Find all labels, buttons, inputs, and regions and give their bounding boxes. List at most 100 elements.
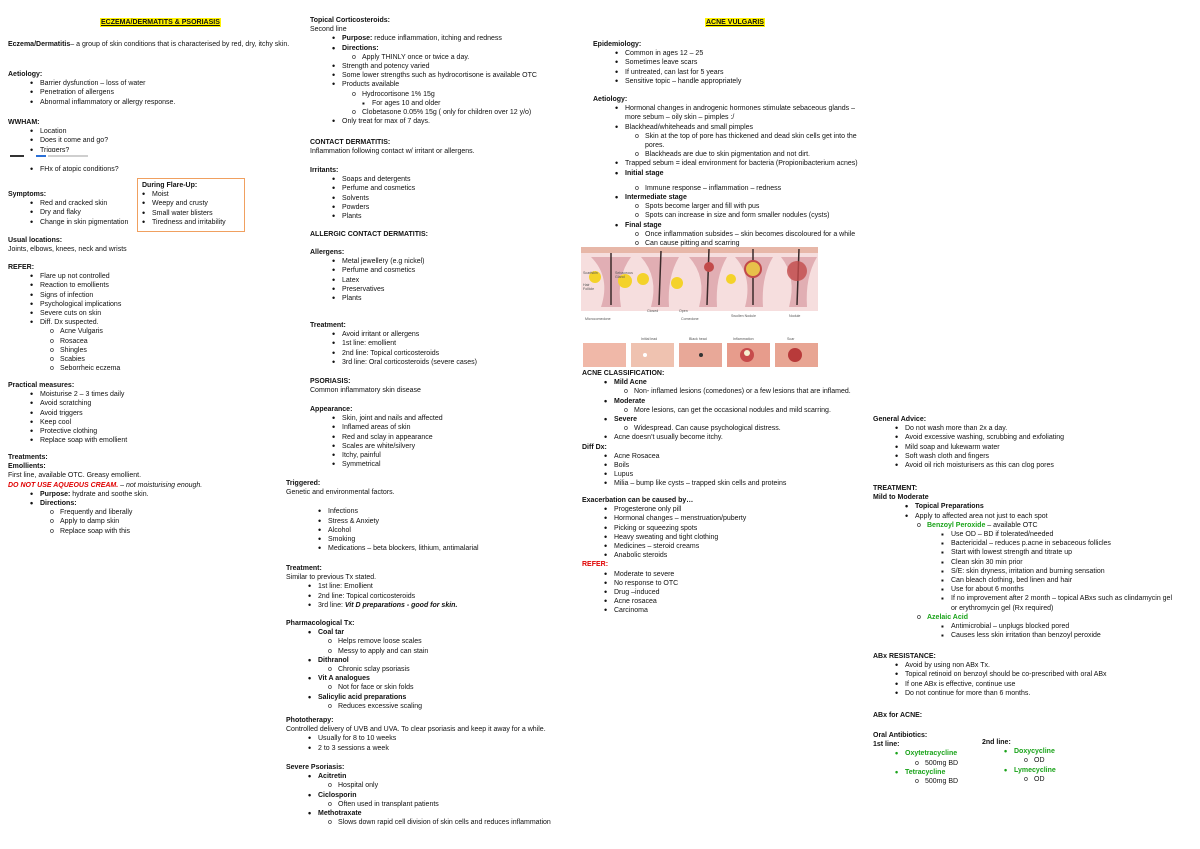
list-item: Lupus	[604, 470, 872, 479]
list-item: Skin, joint and nails and affected	[332, 414, 570, 423]
acne-classification-list: Mild Acne Non- inflamed lesions (comedon…	[582, 378, 872, 443]
list-item: Do not continue for more than 6 months.	[895, 689, 1173, 698]
eczema-title-wrap: ECZEMA/DERMATITS & PSORIASIS	[100, 18, 221, 28]
list-item: Acne doesn’t usually become itchy.	[604, 433, 872, 442]
eczema-definition: – a group of skin conditions that is cha…	[70, 41, 290, 48]
warning-rest: – not moisturising enough.	[118, 481, 203, 489]
second-line-heading: 2nd line:	[982, 739, 1011, 746]
purpose-text: hydrate and soothe skin.	[70, 490, 149, 498]
list-item: Progesterone only pill	[604, 505, 862, 514]
list-item: Weepy and crusty	[142, 199, 240, 208]
list-item: Soaps and detergents	[332, 175, 570, 184]
emollient-list: Purpose: hydrate and soothe skin. Direct…	[8, 490, 278, 536]
list-item: Often used in transplant patients	[318, 800, 576, 809]
flare-up-box: During Flare-Up: Moist Weepy and crusty …	[137, 178, 245, 232]
mild-moderate-heading: Mild to Moderate	[873, 494, 929, 502]
list-item: Plants	[332, 294, 570, 303]
exacerbation-list: Progesterone only pill Hormonal changes …	[582, 505, 862, 560]
list-item: Slows down rapid cell division of skin c…	[318, 818, 576, 827]
list-item: OD	[1014, 756, 1102, 765]
list-item: Avoid scratching	[30, 399, 278, 408]
list-item: Small water blisters	[142, 209, 240, 218]
epidemiology-list: Common in ages 12 – 25 Sometimes leave s…	[593, 49, 863, 86]
list-item: 500mg BD	[905, 777, 1173, 786]
symptoms-heading: Symptoms:	[8, 191, 47, 198]
aetiology-list: Barrier dysfunction – loss of water Pene…	[8, 79, 278, 107]
allergic-heading: ALLERGIC CONTACT DERMATITIS:	[310, 231, 428, 238]
fig-label: Black head	[689, 337, 707, 341]
fig-label: Swollen Nodule	[731, 314, 756, 318]
list-item: Use for about 6 months	[921, 585, 1173, 594]
list-item: Rosacea	[40, 337, 278, 346]
diff-dx-list: Acne Rosacea Boils Lupus Milia – bump li…	[582, 452, 872, 489]
list-item: Dry and flaky	[30, 208, 138, 217]
list-item: Can cause pitting and scarring	[625, 239, 868, 248]
acne-aetiology-heading: Aetiology:	[593, 96, 628, 103]
abx-resistance-list: Avoid by using non ABx Tx. Topical retin…	[873, 661, 1173, 698]
list-item: 1st line: Emollient	[308, 582, 566, 591]
list-item: Replace soap with this	[40, 527, 278, 536]
list-item: More lesions, can get the occasional nod…	[614, 406, 872, 415]
psoriasis-heading: PSORIASIS:	[310, 378, 351, 385]
acne-treatment-section: TREATMENT: Mild to Moderate Topical Prep…	[873, 484, 1173, 641]
psoriasis-treatment-text: Similar to previous Tx stated.	[286, 574, 377, 582]
acne-treatment-list: Topical Preparations Apply to affected a…	[873, 502, 1173, 640]
fig-label: Comedone	[681, 317, 699, 321]
eczema-intro: Eczema/Dermatitis– a group of skin condi…	[8, 40, 298, 49]
second-line-section: 2nd line: Doxycycline OD Lymecycline OD	[982, 738, 1102, 784]
list-item: Hormonal changes in androgenic hormones …	[615, 104, 868, 122]
abx-acne-section: ABx for ACNE:	[873, 711, 1173, 720]
fig-label: Scarfskin	[583, 271, 598, 275]
triggers-list: Infections Stress & Anxiety Alcohol Smok…	[286, 507, 566, 553]
contact-treatment-list: Avoid irritant or allergens 1st line: em…	[310, 330, 570, 367]
list-item: Chronic sclay psoriasis	[318, 665, 566, 674]
list-item: Hospital only	[318, 781, 576, 790]
topical-subtitle: Second line	[310, 26, 347, 34]
triggered-heading: Triggered:	[286, 480, 321, 487]
emollients-text: First line, available OTC. Greasy emolli…	[8, 472, 142, 480]
list-item: Inflamed areas of skin	[332, 423, 570, 432]
list-item: Plants	[332, 212, 570, 221]
list-item: 2 to 3 sessions a week	[308, 744, 576, 753]
list-item: Picking or squeezing spots	[604, 524, 862, 533]
fig-label: Hair Follicle	[583, 283, 595, 291]
acne-aetiology-section: Aetiology: Hormonal changes in androgeni…	[593, 95, 868, 248]
contact-heading: CONTACT DERMATITIS:	[310, 139, 391, 146]
list-item: Can bleach clothing, bed linen and hair	[921, 576, 1173, 585]
practical-list: Moisturise 2 – 3 times daily Avoid scrat…	[8, 390, 278, 445]
list-item: Flare up not controlled	[30, 272, 278, 281]
list-item: Dithranol	[308, 656, 566, 665]
list-item: Non- inflamed lesions (comedones) or a f…	[614, 387, 872, 396]
list-item: Clean skin 30 min prior	[921, 558, 1173, 567]
list-item: 500mg BD	[905, 759, 1173, 768]
list-item: Location	[30, 127, 138, 136]
list-item: Not for face or skin folds	[318, 683, 566, 692]
list-item: Solvents	[332, 194, 570, 203]
list-item: Medications – beta blockers, lithium, an…	[318, 544, 566, 553]
practical-heading: Practical measures:	[8, 382, 75, 389]
acne-stages-illustration	[581, 247, 818, 367]
contact-text: Inflammation following contact w/ irrita…	[310, 148, 475, 156]
topical-heading: Topical Corticosteroids:	[310, 17, 390, 24]
psoriasis-section: PSORIASIS: Common inflammatory skin dise…	[310, 377, 570, 395]
list-item: Tetracycline	[895, 768, 1173, 777]
appearance-heading: Appearance:	[310, 406, 353, 413]
list-item: Immune response – inflammation – redness	[625, 184, 868, 193]
list-item: Avoid by using non ABx Tx.	[895, 661, 1173, 670]
list-item: If no improvement after 2 month – topica…	[921, 594, 1173, 612]
list-item: Hormonal changes – menstruation/puberty	[604, 514, 862, 523]
list-item: Vit A analogues	[308, 674, 566, 683]
list-item: Ciclosporin	[308, 791, 576, 800]
list-item: Spots become larger and fill with pus	[625, 202, 868, 211]
list-item: Boils	[604, 461, 872, 470]
phototherapy-text: Controlled delivery of UVB and UVA. To c…	[286, 726, 546, 734]
oral-antibiotics-heading: Oral Antibiotics:	[873, 732, 928, 739]
list-item: Apply to affected area not just to each …	[905, 512, 1173, 521]
irritants-list: Soaps and detergents Perfume and cosmeti…	[310, 175, 570, 221]
list-item: Avoid oil rich moisturisers as this can …	[895, 461, 1163, 470]
list-item: Oxytetracycline	[895, 749, 1173, 758]
fig-label: Scar	[787, 337, 795, 341]
list-item: Perfume and cosmetics	[332, 184, 570, 193]
epidemiology-section: Epidemiology: Common in ages 12 – 25 Som…	[593, 40, 863, 86]
list-item: Scales are white/silvery	[332, 442, 570, 451]
